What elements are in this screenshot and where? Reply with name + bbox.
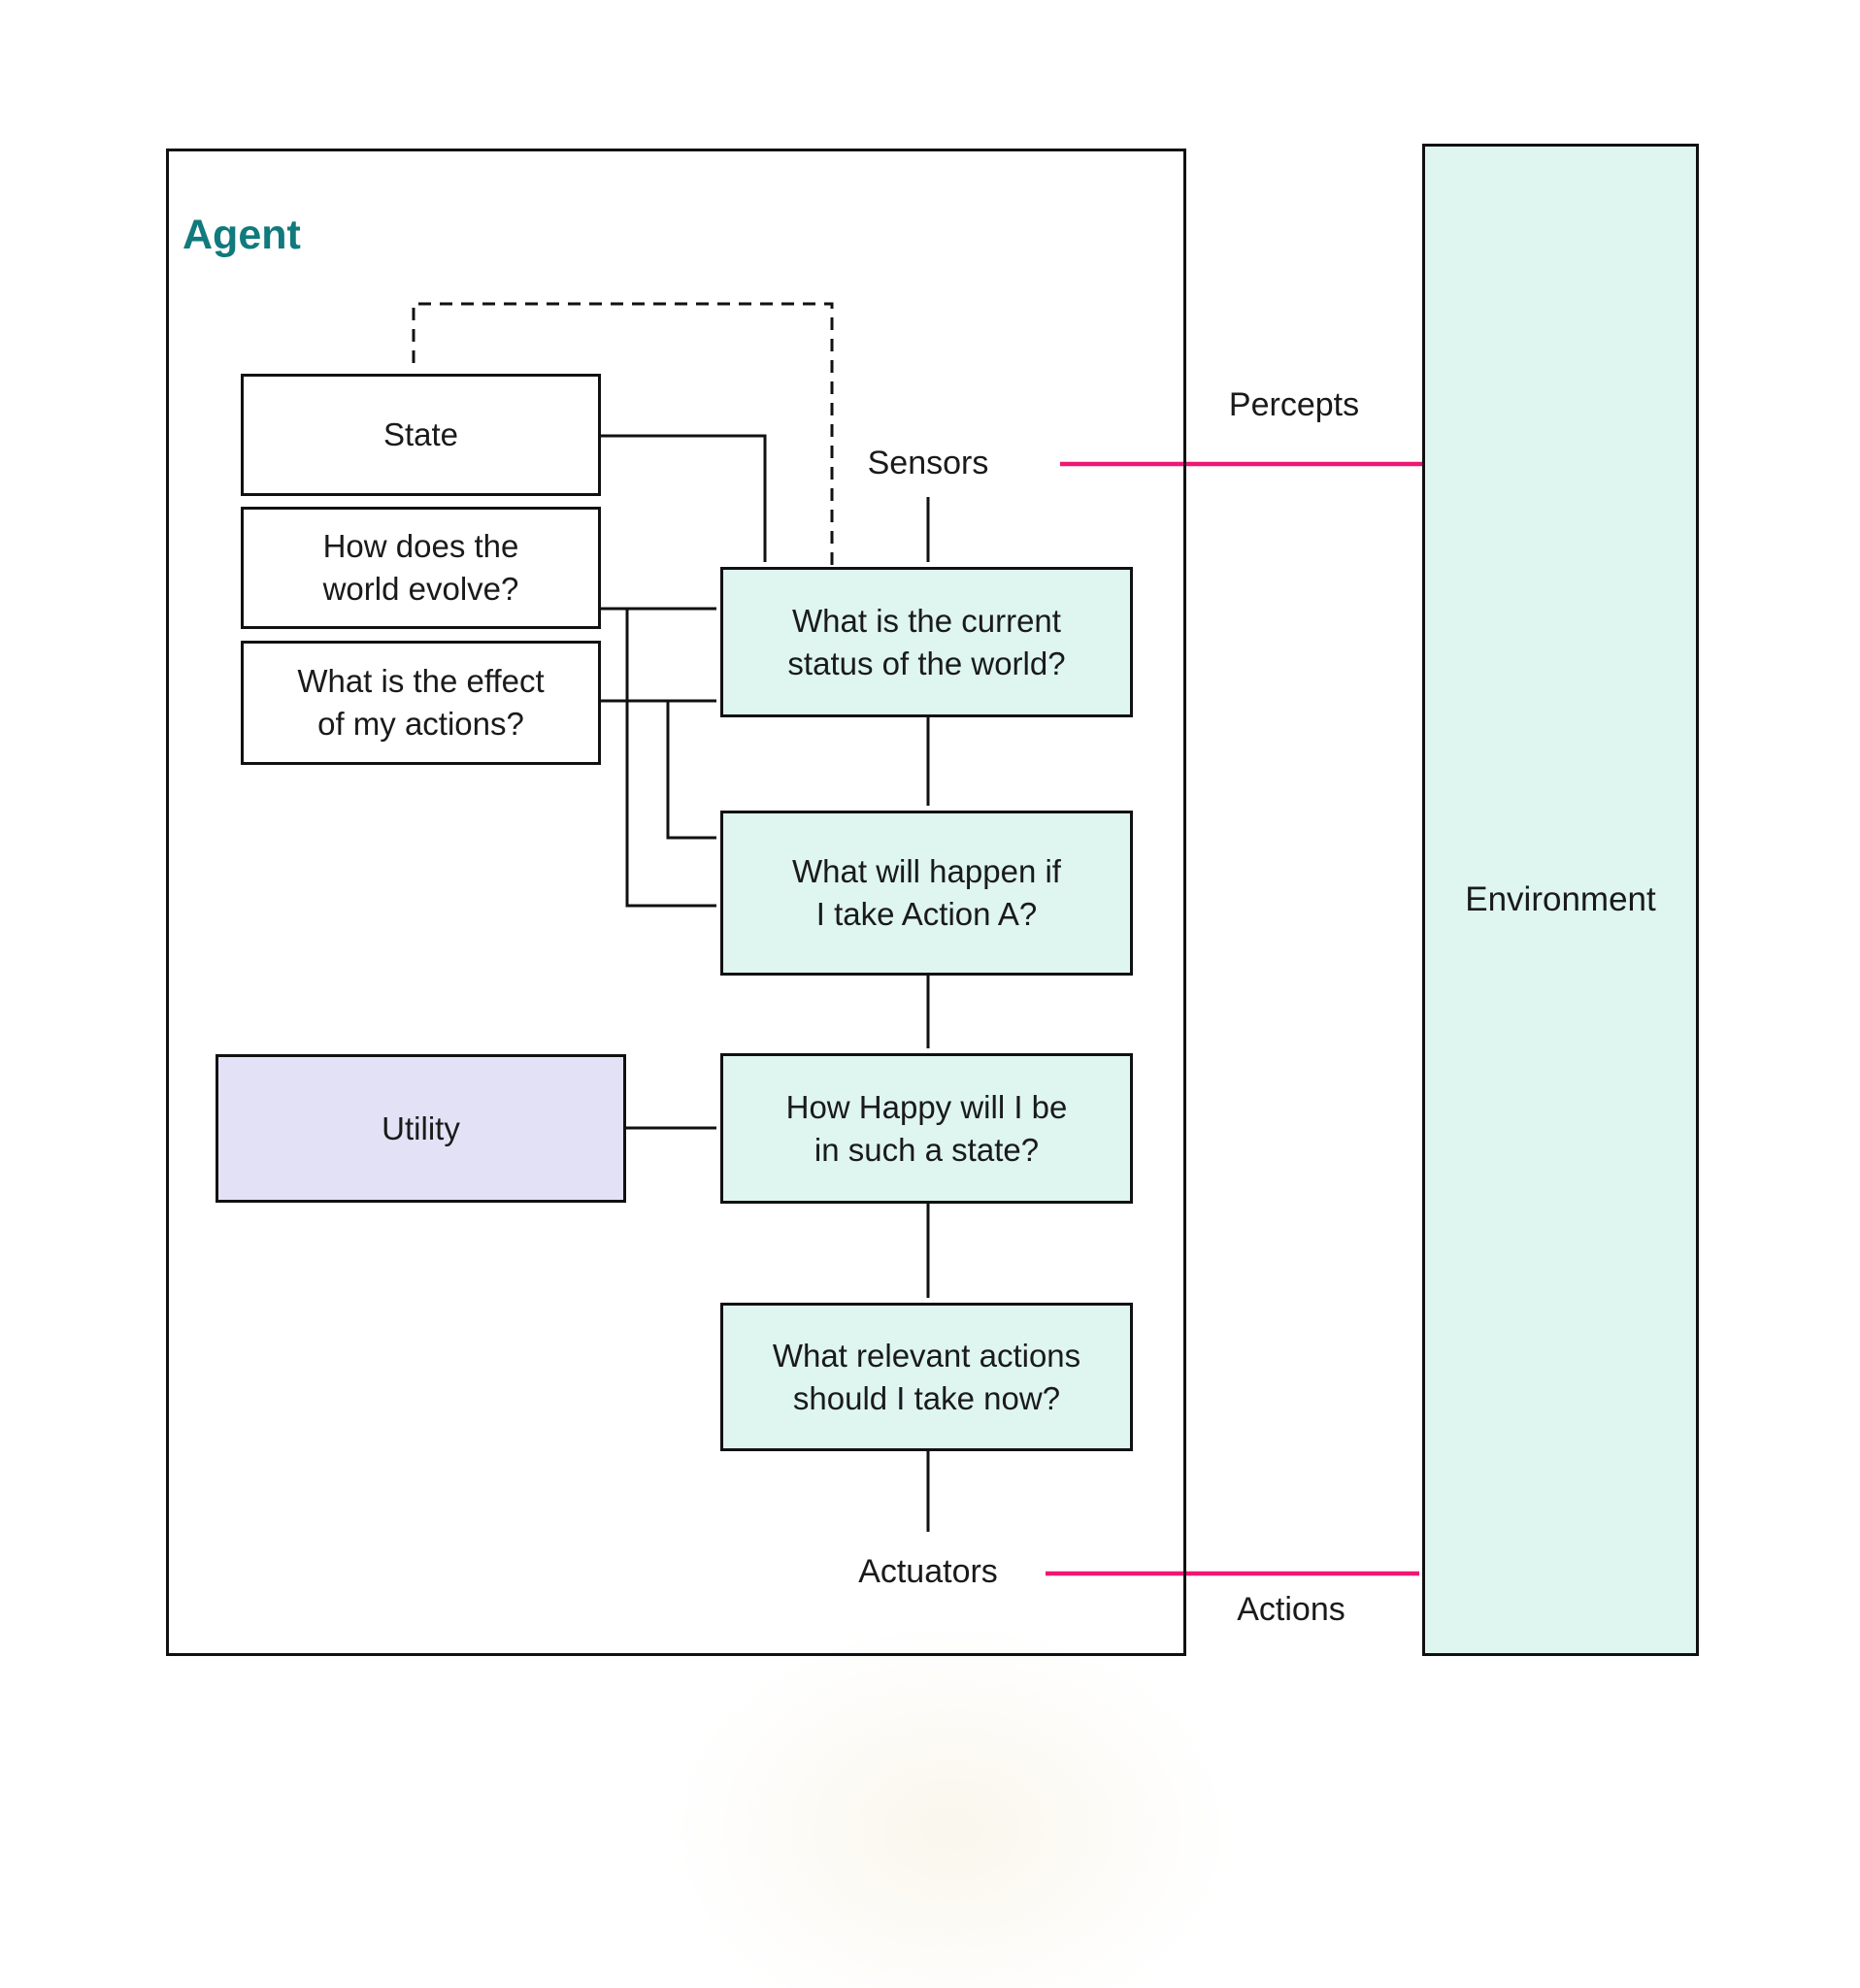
- action-model-box: What is the effect of my actions?: [241, 641, 601, 765]
- state-box: State: [241, 374, 601, 496]
- utility-box: Utility: [216, 1054, 626, 1203]
- percepts-label: Percepts: [1228, 386, 1360, 423]
- agent-panel: [166, 149, 1186, 1656]
- actions-label: Actions: [1237, 1591, 1345, 1628]
- agent-title: Agent: [183, 212, 301, 258]
- watermark-blob: [670, 1621, 1233, 1988]
- environment-panel: Environment: [1422, 144, 1699, 1656]
- actuators-label: Actuators: [858, 1553, 998, 1590]
- environment-label: Environment: [1465, 880, 1656, 918]
- action-selection-box: What relevant actions should I take now?: [720, 1303, 1133, 1451]
- current-status-box: What is the current status of the world?: [720, 567, 1133, 717]
- sensors-label: Sensors: [867, 445, 989, 481]
- world-model-box: How does the world evolve?: [241, 507, 601, 629]
- happiness-box: How Happy will I be in such a state?: [720, 1053, 1133, 1204]
- prediction-box: What will happen if I take Action A?: [720, 811, 1133, 976]
